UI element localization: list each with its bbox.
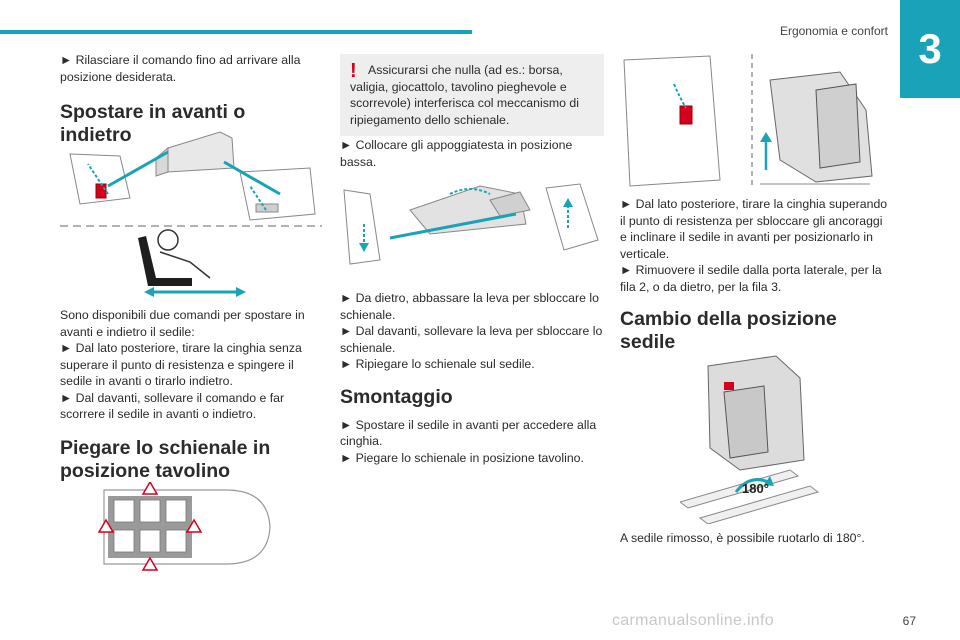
seated-person-icon xyxy=(138,229,246,297)
warning-exclamation-icon: ! xyxy=(350,60,357,82)
chapter-tab: 3 xyxy=(900,0,960,98)
backrest-lever-illustration xyxy=(343,183,599,265)
van-seating-plan-illustration xyxy=(97,482,271,571)
remove-step-2: ► Piegare lo schienale in posizione tavo… xyxy=(340,450,584,465)
rotate-text: A sedile rimosso, è possibile ruotarlo d… xyxy=(620,531,865,545)
heading-move: Spostare in avanti o indietro xyxy=(60,101,246,146)
fold-step-fold: ► Ripiegare lo schienale sul sedile. xyxy=(340,357,535,371)
heading-change-position: Cambio della posizione sedile xyxy=(620,308,837,353)
section-title: Ergonomia e confort xyxy=(779,24,888,38)
heading-fold: Piegare lo schienale in posizione tavoli… xyxy=(60,436,271,482)
seat-rotation-illustration: 180° xyxy=(680,355,820,524)
seat-slide-illustration xyxy=(60,131,322,297)
warning-triangle-icons xyxy=(97,482,203,571)
fold-direction-arrow xyxy=(389,212,517,240)
headrest-step-block: ► Collocare gli appoggiatesta in posizio… xyxy=(340,137,606,170)
tilt-steps-block: ► Dal lato posteriore, tirare la cinghia… xyxy=(620,196,888,354)
headrest-step: ► Collocare gli appoggiatesta in posizio… xyxy=(340,138,573,169)
fold-curve-arrow xyxy=(449,188,491,195)
heading-remove: Smontaggio xyxy=(340,385,453,408)
move-text-intro: Sono disponibili due comandi per spostar… xyxy=(60,308,305,339)
page-number: 67 xyxy=(902,614,916,628)
tilt-step-1: ► Dal lato posteriore, tirare la cinghia… xyxy=(620,197,888,261)
fold-step-rear: ► Da dietro, abbassare la leva per sbloc… xyxy=(340,291,599,322)
rotated-seat-drawing xyxy=(707,355,805,471)
header-accent-bar xyxy=(0,30,472,34)
watermark: carmanualsonline.info xyxy=(612,612,774,629)
strap-pull-arrow xyxy=(673,83,687,109)
move-text-block: Sono disponibili due comandi per spostar… xyxy=(60,307,322,483)
seat-rail-drawing xyxy=(69,131,316,221)
floor-rails xyxy=(680,469,820,524)
tilt-step-2: ► Rimuovere il sedile dalla porta latera… xyxy=(620,263,882,294)
warning-text: Assicurarsi che nulla (ad es.: borsa, va… xyxy=(350,63,579,127)
rotate-text-block: A sedile rimosso, è possibile ruotarlo d… xyxy=(620,530,888,547)
warning-note: ! Assicurarsi che nulla (ad es.: borsa, … xyxy=(340,54,604,136)
chapter-number: 3 xyxy=(918,25,942,72)
upright-seat-drawing xyxy=(760,71,873,185)
seat-icons xyxy=(113,499,187,553)
move-text-rear: ► Dal lato posteriore, tirare la cinghia… xyxy=(60,341,302,388)
intro-step: ► Rilasciare il comando fino ad arrivare… xyxy=(60,53,301,84)
fold-step-front: ► Dal davanti, sollevare la leva per sbl… xyxy=(340,324,603,355)
move-text-front: ► Dal davanti, sollevare il comando e fa… xyxy=(60,390,285,422)
rotation-label: 180° xyxy=(742,481,769,496)
fold-steps-block: ► Da dietro, abbassare la leva per sbloc… xyxy=(340,290,606,466)
remove-step-1: ► Spostare il sedile in avanti per acced… xyxy=(340,417,597,449)
slide-arrows xyxy=(87,150,281,211)
column-1: ► Rilasciare il comando fino ad arrivare… xyxy=(60,52,322,147)
rotation-arrow xyxy=(734,478,769,493)
seat-tilt-illustration xyxy=(623,54,873,187)
